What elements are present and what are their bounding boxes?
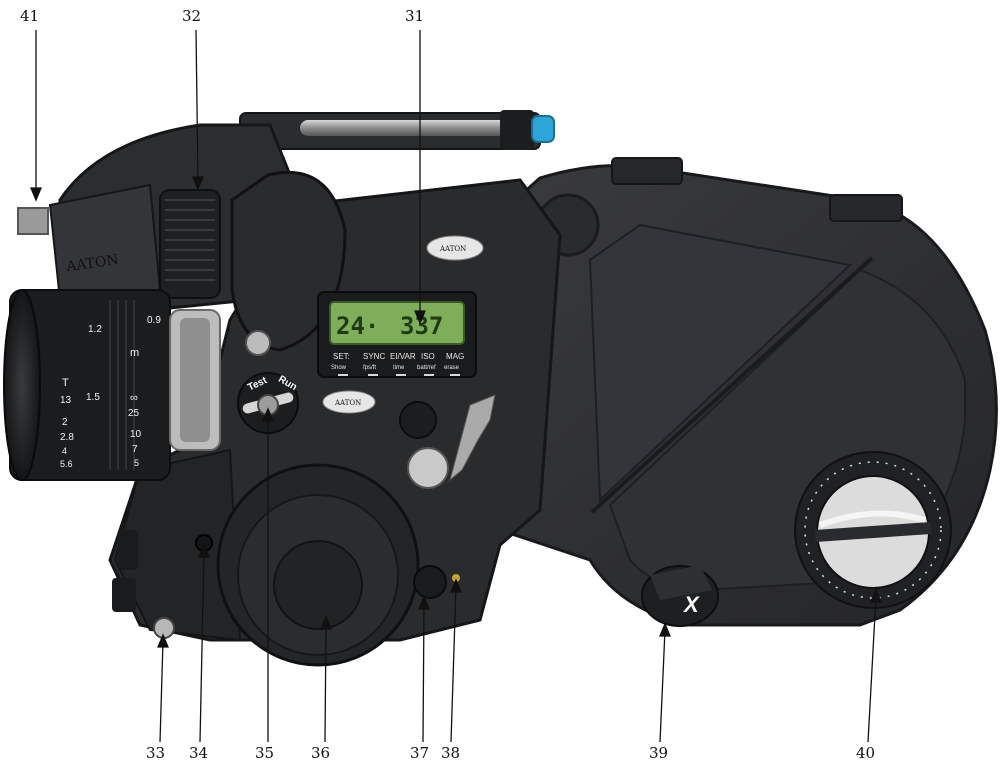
accent-blue-cap xyxy=(531,115,555,143)
callout-34: 34 xyxy=(189,744,208,762)
eyepiece-focus-ring[interactable] xyxy=(159,189,221,299)
callout-40: 40 xyxy=(856,744,875,762)
callout-33: 33 xyxy=(146,744,165,762)
iris-mark: 13 xyxy=(60,395,72,406)
panel-label: EI/VAR xyxy=(390,352,416,361)
viewfinder-logo: AATON xyxy=(64,252,119,275)
top-handle-rod[interactable] xyxy=(239,110,555,150)
callout-labels: 41 32 31 33 34 35 36 37 38 39 40 xyxy=(20,7,875,762)
panel-sublabel: fps/ft xyxy=(363,365,376,371)
focus-mark: 1.2 xyxy=(88,324,102,335)
viewfinder-connector-41[interactable] xyxy=(17,207,49,235)
callout-36: 36 xyxy=(311,744,330,762)
iris-mark: 1.5 xyxy=(86,392,100,403)
panel-label: SYNC xyxy=(363,352,385,361)
panel-label: ISO xyxy=(421,352,435,361)
panel-sublabel: Show xyxy=(331,365,347,371)
body-logo-plate: AATON xyxy=(426,235,484,261)
callout-41: 41 xyxy=(20,7,39,25)
iris-mark: 2 xyxy=(62,417,68,428)
lens[interactable]: 0.9 1.2 m ∞ 25 10 7 5 T 13 1.5 2 2.8 4 5… xyxy=(3,289,221,481)
chrome-disc xyxy=(407,447,449,489)
focus-mark: 25 xyxy=(128,408,140,419)
focus-mark: 0.9 xyxy=(147,315,161,326)
knob-37[interactable] xyxy=(413,565,447,599)
focus-mark: ∞ xyxy=(130,392,138,404)
knob-letter: X xyxy=(682,592,700,617)
magazine-latch-left[interactable] xyxy=(611,157,683,185)
callout-lines xyxy=(30,29,882,743)
magazine-latch-right[interactable] xyxy=(829,194,903,222)
side-lever[interactable] xyxy=(449,394,496,482)
lcd-readout-left: 24· xyxy=(336,312,379,340)
iris-mark: T xyxy=(62,377,69,389)
callout-37: 37 xyxy=(410,744,429,762)
focus-mark: 7 xyxy=(132,444,138,455)
iris-mark: 2.8 xyxy=(60,432,74,443)
run-test-switch[interactable]: Test Run xyxy=(237,330,299,434)
focus-mark: 5 xyxy=(134,458,139,468)
callout-39: 39 xyxy=(649,744,668,762)
lcd-display: 24· 337 SET: Show SYNC fps/ft EI/VAR tim… xyxy=(317,291,477,378)
footage-counter-dial[interactable] xyxy=(794,451,952,609)
iris-mark: 4 xyxy=(62,446,67,456)
callout-38: 38 xyxy=(441,744,460,762)
viewfinder-assembly: AATON xyxy=(17,123,347,352)
connector-33[interactable] xyxy=(153,617,175,639)
indicator-38 xyxy=(452,574,460,582)
panel-sublabel: time xyxy=(393,365,405,371)
callout-31: 31 xyxy=(405,7,424,25)
control-knob[interactable] xyxy=(399,401,437,439)
panel-sublabel: erase xyxy=(444,365,460,371)
callout-32: 32 xyxy=(182,7,201,25)
magazine-knob[interactable]: X xyxy=(641,565,719,627)
panel-sublabel: batt/ref xyxy=(417,365,436,371)
body-logo: AATON xyxy=(439,245,466,253)
focus-mark: 10 xyxy=(130,429,142,440)
panel-label: MAG xyxy=(446,352,464,361)
panel-label: SET: xyxy=(333,352,350,361)
mag-logo-plate: AATON xyxy=(322,390,376,414)
iris-mark: 5.6 xyxy=(60,459,73,469)
callout-35: 35 xyxy=(255,744,274,762)
focus-mark: m xyxy=(130,347,139,359)
mag-logo: AATON xyxy=(334,399,361,407)
motor-cover xyxy=(216,463,420,667)
